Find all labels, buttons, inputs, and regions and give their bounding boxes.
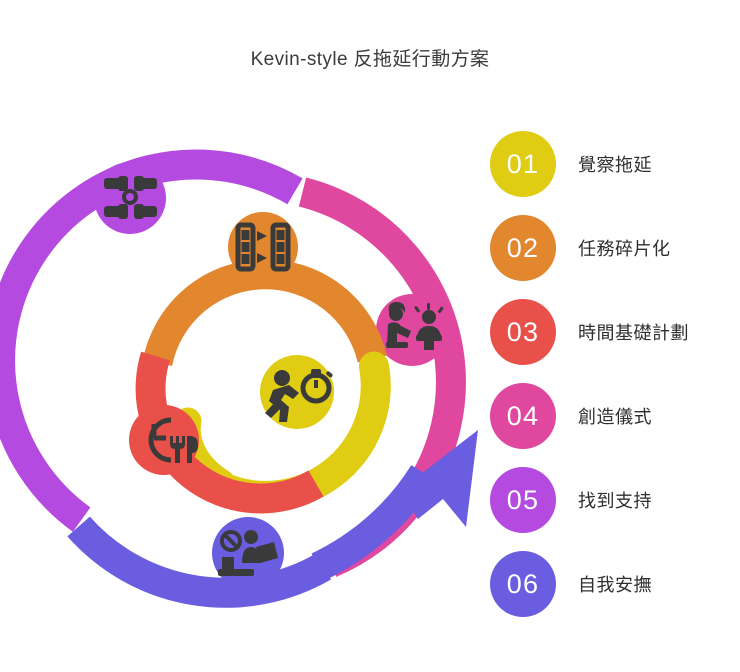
- legend-number-02: 02: [506, 232, 540, 263]
- clock-meal-icon: [148, 417, 198, 463]
- hands-support-icon: [104, 176, 157, 219]
- no-work-rest-icon: [218, 530, 278, 576]
- legend-number-06: 06: [506, 568, 540, 599]
- legend-label-02: 任務碎片化: [578, 239, 671, 259]
- legend-badge-02: 02: [490, 215, 556, 281]
- page-title: Kevin-style 反拖延行動方案: [250, 49, 490, 70]
- legend-label-05: 找到支持: [578, 491, 652, 511]
- legend-item-04[interactable]: 04 創造儀式: [490, 374, 740, 458]
- legend-label-01: 覺察拖延: [578, 155, 652, 175]
- inner-segment-02[interactable]: [142, 259, 387, 367]
- outer-badge-05[interactable]: [94, 162, 166, 234]
- legend-number-05: 05: [506, 484, 540, 515]
- outer-arrowhead: [399, 430, 478, 527]
- cycle-diagram-svg: [0, 149, 478, 608]
- legend-item-05[interactable]: 05 找到支持: [490, 458, 740, 542]
- legend-badge-01: 01: [490, 131, 556, 197]
- legend-item-03[interactable]: 03 時間基礎計劃: [490, 290, 740, 374]
- runner-stopwatch-icon: [265, 369, 333, 422]
- cycle-diagram: [0, 95, 500, 655]
- legend-badge-04: 04: [490, 383, 556, 449]
- outer-segment-06[interactable]: [67, 516, 331, 608]
- legend-item-01[interactable]: 01 覺察拖延: [490, 122, 740, 206]
- legend-badge-05: 05: [490, 467, 556, 533]
- legend-list: 01 覺察拖延 02 任務碎片化 03 時間基礎計劃 04 創造儀式 05 找到…: [490, 122, 740, 632]
- legend-badge-03: 03: [490, 299, 556, 365]
- inner-segment-03[interactable]: [135, 351, 324, 514]
- person-ritual-icon: [386, 302, 444, 350]
- legend-number-01: 01: [506, 148, 540, 179]
- inner-badge-02[interactable]: [228, 212, 298, 282]
- legend-number-04: 04: [506, 400, 540, 431]
- legend-item-06[interactable]: 06 自我安撫: [490, 542, 740, 626]
- legend-number-03: 03: [506, 316, 540, 347]
- legend-label-06: 自我安撫: [578, 575, 652, 595]
- task-split-icon: [235, 222, 291, 272]
- outer-segment-05[interactable]: [0, 149, 303, 532]
- legend-badge-06: 06: [490, 551, 556, 617]
- legend-label-04: 創造儀式: [578, 407, 652, 427]
- legend-item-02[interactable]: 02 任務碎片化: [490, 206, 740, 290]
- legend-label-03: 時間基礎計劃: [578, 323, 689, 343]
